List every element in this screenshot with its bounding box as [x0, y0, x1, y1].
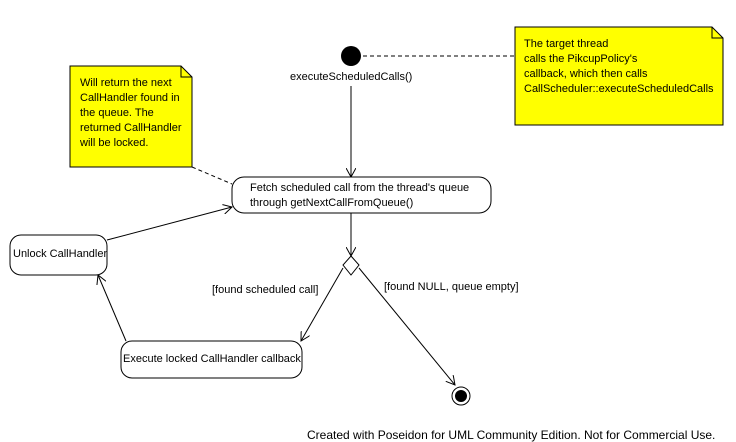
state-fetch-line: through getNextCallFromQueue() — [250, 197, 414, 209]
transition-decision-to-final — [358, 267, 455, 385]
state-execute-label: Execute locked CallHandler callback — [123, 353, 301, 365]
state-unlock — [9, 234, 108, 276]
note-left-connector — [191, 166, 233, 185]
note-line: CallScheduler::executeScheduledCalls — [524, 83, 714, 95]
note-left-shape — [69, 65, 193, 168]
decision-node — [342, 255, 360, 276]
transition-decision-to-execute — [301, 267, 344, 341]
transition-execute-to-unlock — [98, 275, 127, 342]
note-line: calls the PikcupPolicy's — [524, 53, 638, 65]
note-line: callback, which then calls — [524, 68, 648, 80]
note-line: Will return the next — [80, 77, 172, 89]
initial-state-label: executeScheduledCalls() — [290, 71, 413, 83]
note-line: the queue. The — [80, 107, 154, 119]
note-line: returned CallHandler — [80, 122, 182, 134]
note-top-right-shape — [514, 26, 724, 126]
note-top-right-text: The target thread calls the PikcupPolicy… — [524, 37, 714, 97]
note-line: The target thread — [524, 38, 609, 50]
state-fetch-label: Fetch scheduled call from the thread's q… — [250, 181, 469, 211]
initial-state — [341, 46, 361, 66]
footer-watermark: Created with Poseidon for UML Community … — [307, 428, 716, 442]
note-line: CallHandler found in — [80, 92, 180, 104]
guard-queue-empty: [found NULL, queue empty] — [384, 281, 519, 293]
state-unlock-label: Unlock CallHandler — [13, 248, 108, 260]
note-line: will be locked. — [80, 137, 149, 149]
state-fetch-line: Fetch scheduled call from the thread's q… — [250, 182, 470, 194]
state-execute — [120, 340, 303, 379]
state-fetch — [231, 176, 492, 214]
guard-found-scheduled-call: [found scheduled call] — [212, 284, 319, 296]
transition-unlock-to-fetch — [106, 207, 232, 241]
note-left-text: Will return the next CallHandler found i… — [80, 76, 182, 151]
final-state-inner — [455, 390, 467, 402]
